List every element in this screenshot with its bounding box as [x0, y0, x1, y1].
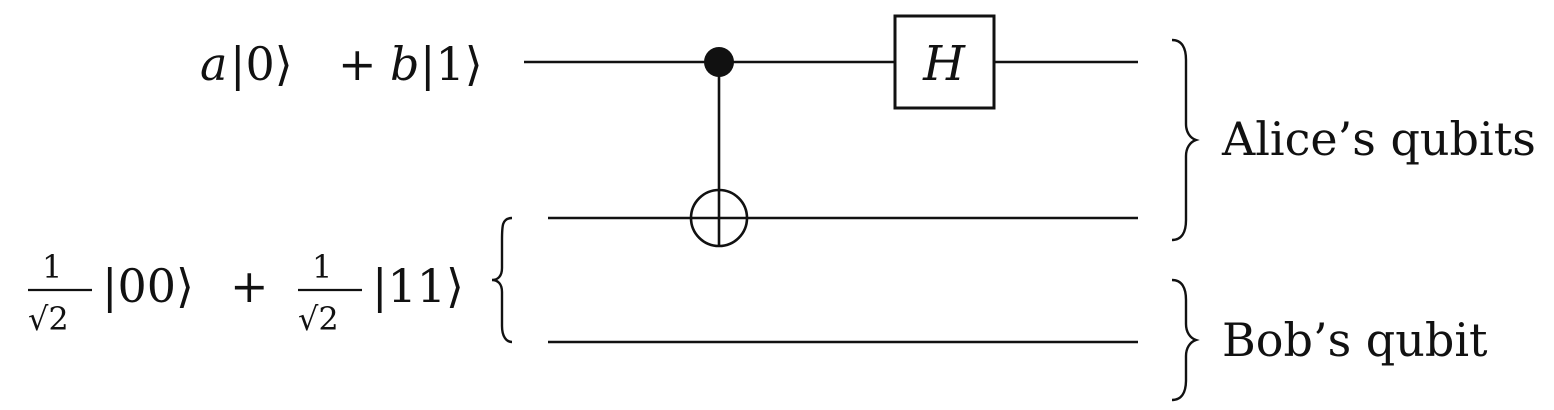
frac2-denominator: √2 — [298, 300, 339, 338]
hadamard-gate: H — [893, 14, 996, 110]
alice-qubits-label: Alice’s qubits — [1221, 112, 1536, 166]
coef-b: b — [390, 37, 419, 91]
ket-0: |0⟩ — [230, 37, 293, 91]
epr-left-brace — [491, 216, 513, 344]
cnot-gate — [689, 47, 749, 248]
frac2-numerator: 1 — [312, 248, 332, 286]
bob-qubit-label: Bob’s qubit — [1222, 313, 1488, 367]
bob-right-brace — [1171, 278, 1200, 402]
coef-a: a — [200, 37, 227, 91]
plus-sign-top: + — [338, 37, 377, 91]
frac1-denominator: √2 — [28, 300, 69, 338]
ket-1: |1⟩ — [420, 37, 483, 91]
plus-sign-epr: + — [230, 259, 269, 313]
ket-11: |11⟩ — [372, 259, 464, 313]
hadamard-box — [893, 14, 996, 110]
ket-00: |00⟩ — [102, 259, 194, 313]
hadamard-label: H — [922, 36, 966, 92]
input-state-epr: 1 √2 |00⟩ + 1 √2 |11⟩ — [28, 248, 464, 338]
input-state-top: a |0⟩ + b |1⟩ — [200, 37, 483, 91]
frac1-numerator: 1 — [42, 248, 62, 286]
cnot-control-dot — [704, 47, 734, 77]
alice-right-brace — [1171, 38, 1200, 242]
